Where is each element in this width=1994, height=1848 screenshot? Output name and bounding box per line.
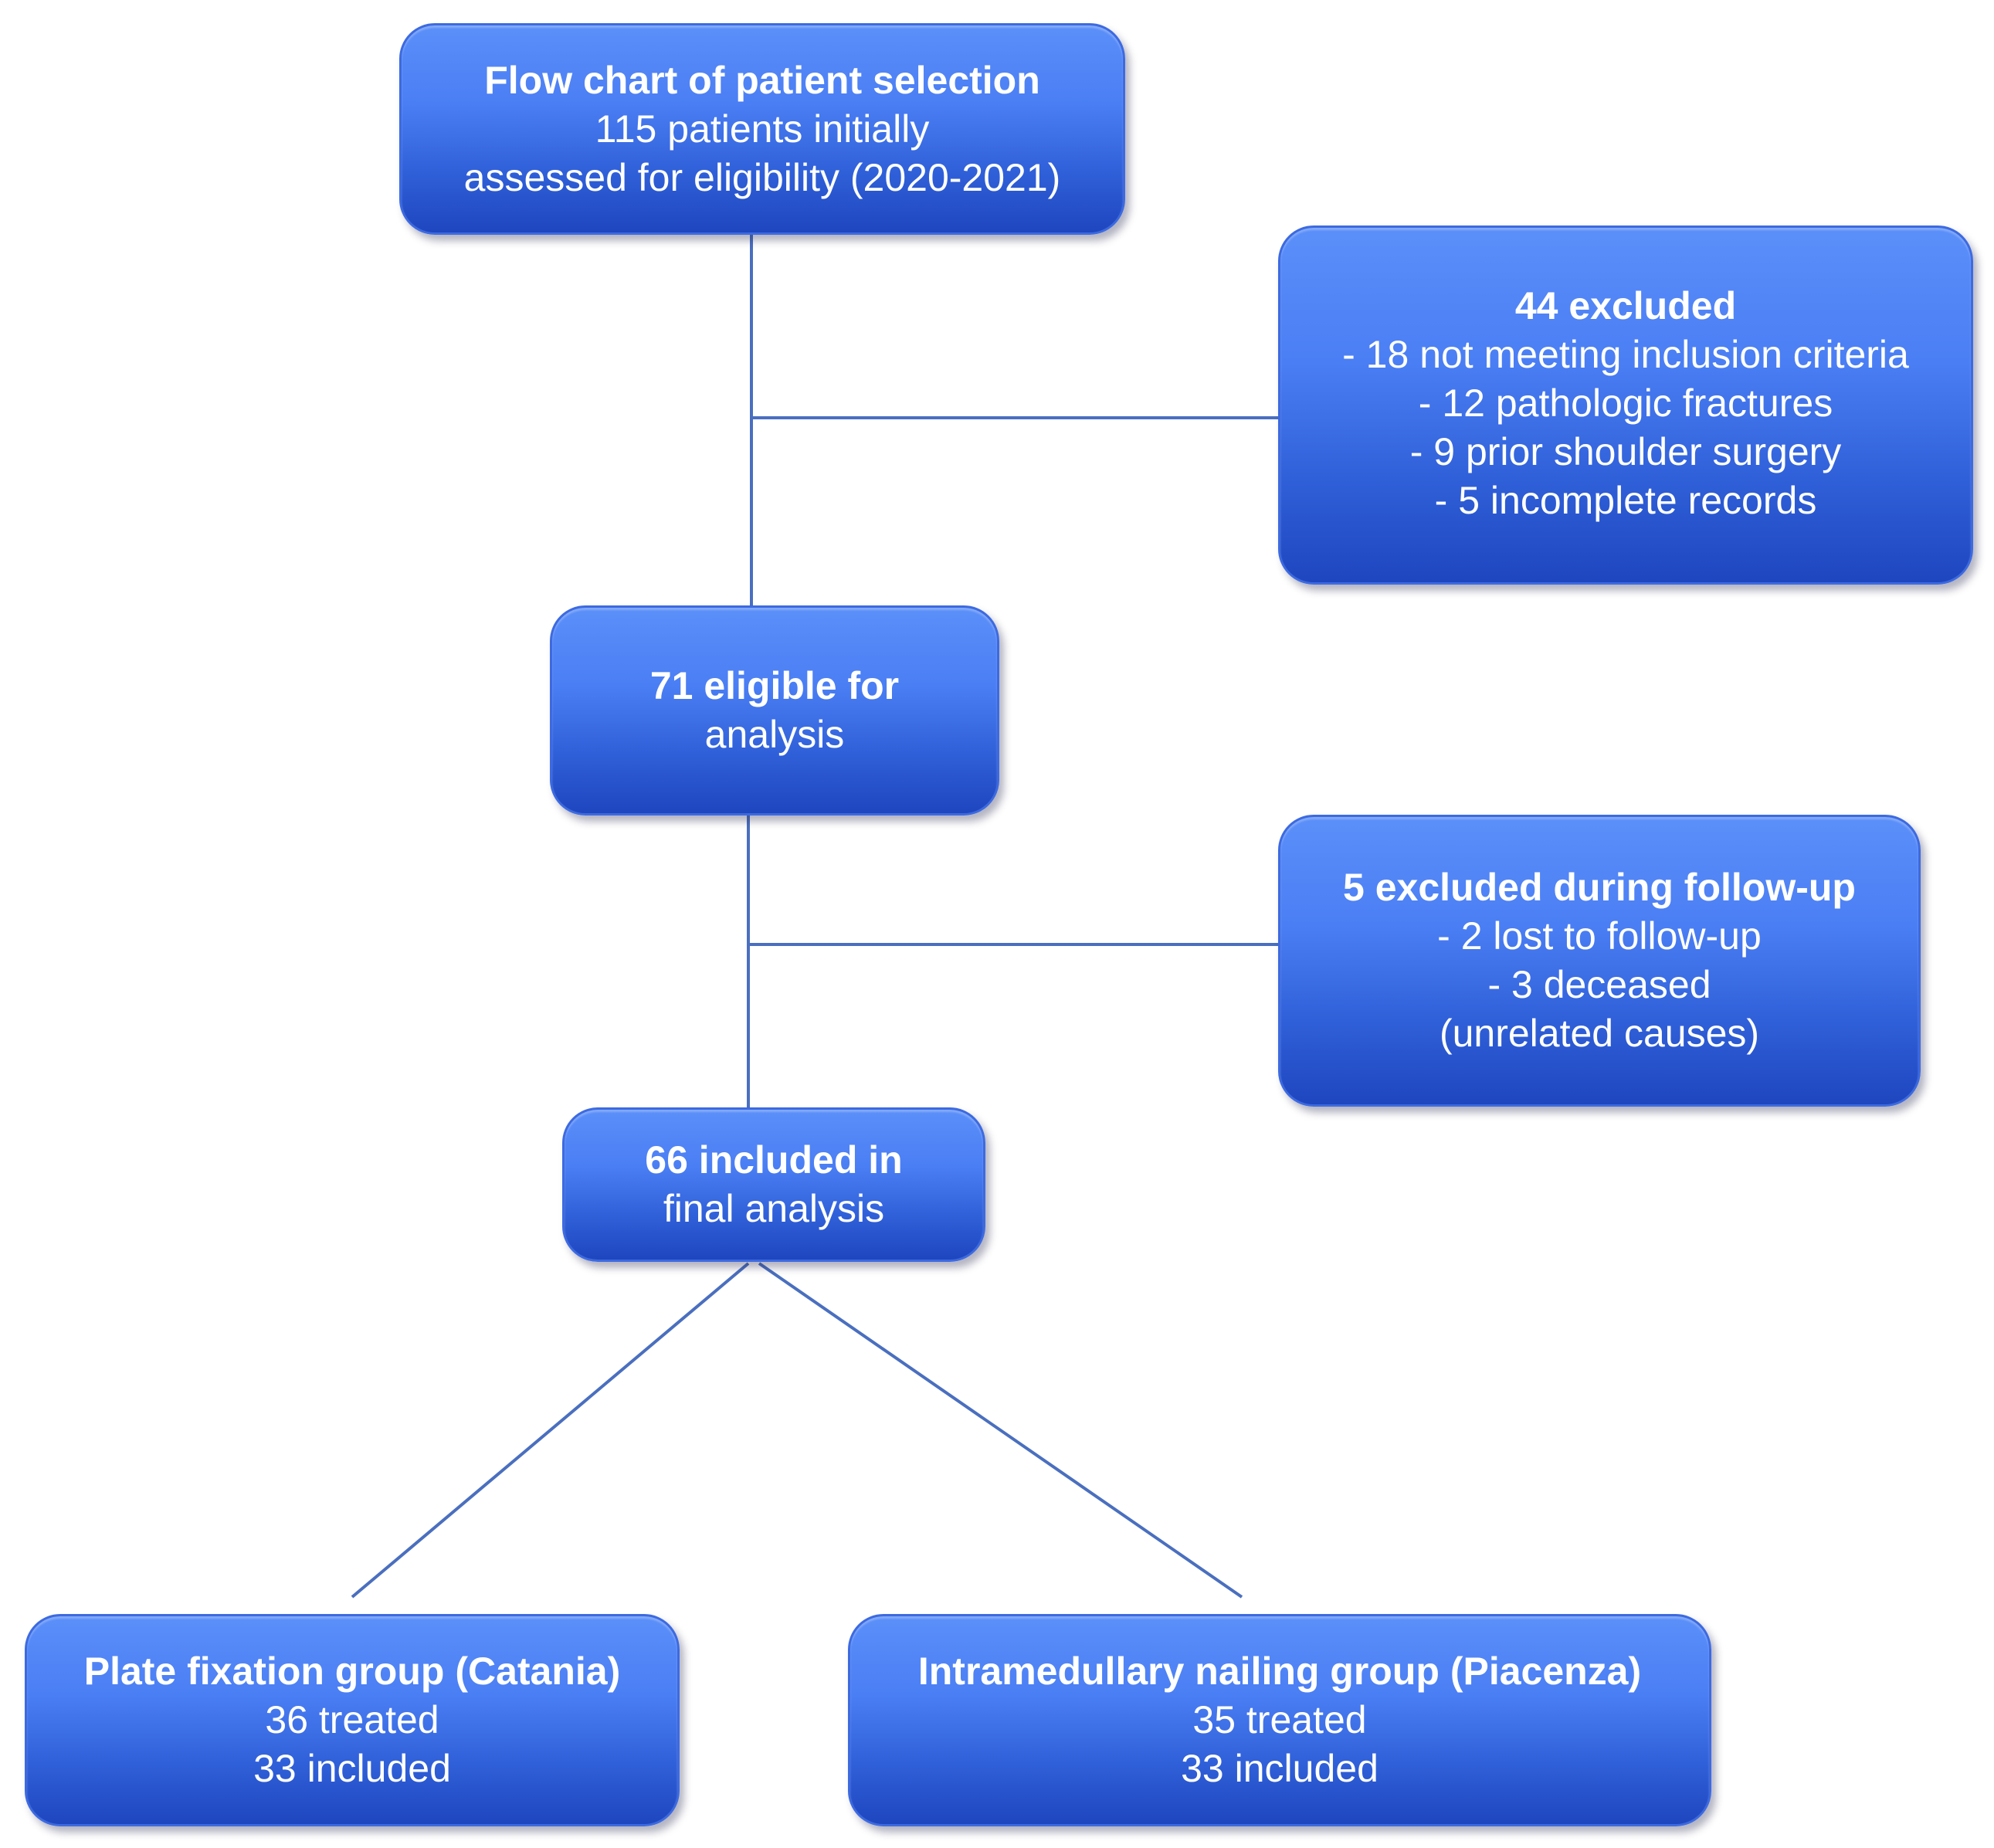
final-analysis-title: 66 included in bbox=[645, 1138, 903, 1182]
excluded-initial-line-2: - 12 pathologic fractures bbox=[1418, 381, 1833, 425]
excluded-initial-line-4: - 5 incomplete records bbox=[1434, 479, 1817, 522]
final-analysis-box: 66 included in final analysis bbox=[562, 1107, 985, 1262]
initial-assessment-box: Flow chart of patient selection 115 pati… bbox=[399, 23, 1125, 235]
excluded-followup-line-2: - 3 deceased bbox=[1487, 963, 1711, 1006]
intramedullary-nailing-group-line-2: 33 included bbox=[1181, 1747, 1379, 1790]
excluded-followup-line-1: - 2 lost to follow-up bbox=[1437, 914, 1762, 958]
plate-fixation-group-line-2: 33 included bbox=[253, 1747, 451, 1790]
eligible-title: 71 eligible for bbox=[649, 664, 900, 707]
initial-assessment-line-1: 115 patients initially bbox=[595, 107, 930, 151]
excluded-initial-line-3: - 9 prior shoulder surgery bbox=[1409, 430, 1842, 473]
plate-fixation-group-box: Plate fixation group (Catania) 36 treate… bbox=[25, 1614, 680, 1826]
initial-assessment-title: Flow chart of patient selection bbox=[484, 58, 1040, 102]
excluded-followup-title: 5 excluded during follow-up bbox=[1343, 866, 1856, 909]
intramedullary-nailing-group-box: Intramedullary nailing group (Piacenza) … bbox=[848, 1614, 1711, 1826]
excluded-initial-line-1: - 18 not meeting inclusion criteria bbox=[1342, 333, 1909, 376]
connector-final-to-plate bbox=[351, 1262, 750, 1599]
excluded-followup-line-3: (unrelated causes) bbox=[1439, 1012, 1760, 1055]
intramedullary-nailing-group-line-1: 35 treated bbox=[1192, 1698, 1367, 1741]
plate-fixation-group-title: Plate fixation group (Catania) bbox=[83, 1650, 621, 1693]
eligible-box: 71 eligible for analysis bbox=[550, 605, 999, 815]
plate-fixation-group-line-1: 36 treated bbox=[265, 1698, 439, 1741]
excluded-initial-title: 44 excluded bbox=[1514, 284, 1737, 327]
excluded-followup-box: 5 excluded during follow-up - 2 lost to … bbox=[1278, 815, 1921, 1107]
connector-final-to-nail bbox=[758, 1262, 1243, 1599]
eligible-line-1: analysis bbox=[704, 713, 845, 756]
final-analysis-line-1: final analysis bbox=[663, 1187, 885, 1230]
initial-assessment-line-2: assessed for eligibility (2020-2021) bbox=[463, 155, 1061, 199]
excluded-initial-box: 44 excluded - 18 not meeting inclusion c… bbox=[1278, 225, 1973, 585]
intramedullary-nailing-group-title: Intramedullary nailing group (Piacenza) bbox=[917, 1650, 1642, 1693]
